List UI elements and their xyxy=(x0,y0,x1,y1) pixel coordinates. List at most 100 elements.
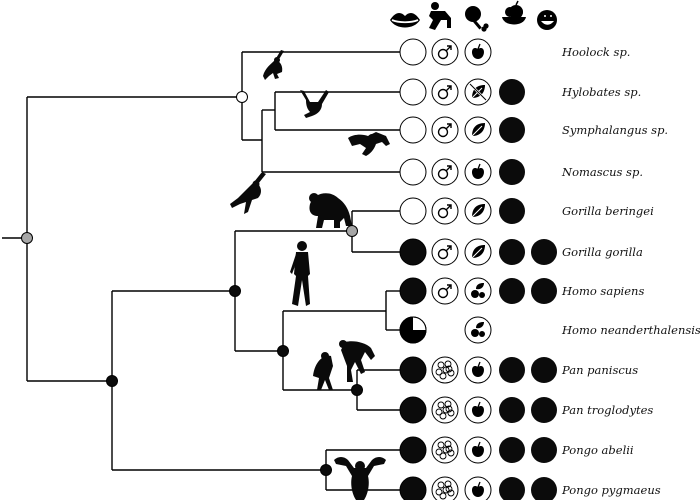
gorilla-silhouette xyxy=(309,193,352,228)
male-symbol-icon xyxy=(431,116,459,144)
taxon-label: Pongo pygmaeus xyxy=(561,483,661,497)
trait-present-marker xyxy=(499,79,525,105)
taxon-row-pan-troglodytes: Pan troglodytes xyxy=(399,396,653,424)
taxon-label: Hylobates sp. xyxy=(561,85,641,99)
mixed-diet-icon xyxy=(464,277,492,305)
trait-present-marker xyxy=(499,117,525,143)
node-gibbons xyxy=(236,91,248,103)
leaf-icon xyxy=(464,238,492,266)
ancestral-state-marker xyxy=(399,78,427,106)
trait-present-marker xyxy=(531,437,557,463)
apple-icon xyxy=(464,38,492,66)
trait-present-marker xyxy=(499,198,525,224)
multi-circle-icon xyxy=(431,436,459,464)
ancestral-state-marker xyxy=(399,38,427,66)
trait-present-marker xyxy=(499,239,525,265)
trait-present-marker xyxy=(499,159,525,185)
ancestral-state-marker xyxy=(399,277,427,305)
trait-present-marker xyxy=(499,477,525,500)
apple-icon xyxy=(464,158,492,186)
taxon-label: Nomascus sp. xyxy=(561,165,643,179)
ancestral-state-marker xyxy=(399,238,427,266)
node-african xyxy=(229,285,241,297)
leaf-crossed-icon xyxy=(464,78,492,106)
taxon-row-homo-neanderthalensis: Homo neanderthalensis xyxy=(399,316,700,344)
pan-silhouette xyxy=(313,340,375,390)
apple-icon xyxy=(464,436,492,464)
ancestral-state-marker xyxy=(399,356,427,384)
taxon-label: Pongo abelii xyxy=(561,443,634,457)
trait-present-marker xyxy=(531,397,557,423)
node-pan xyxy=(351,384,363,396)
apple-icon xyxy=(464,476,492,500)
taxon-row-gorilla-gorilla: Gorilla gorilla xyxy=(399,238,643,266)
leaf-icon xyxy=(464,116,492,144)
ancestral-state-marker xyxy=(399,116,427,144)
nomascus-silhouette xyxy=(230,172,266,214)
male-symbol-icon xyxy=(431,197,459,225)
hylobates-silhouette xyxy=(300,90,329,118)
male-symbol-icon xyxy=(431,277,459,305)
taxon-row-gorilla-beringei: Gorilla beringei xyxy=(399,197,654,225)
taxon-row-pongo-pygmaeus: Pongo pygmaeus xyxy=(399,476,661,500)
internal-nodes xyxy=(21,91,363,476)
trait-present-marker xyxy=(531,357,557,383)
ancestral-state-marker xyxy=(399,396,427,424)
taxon-row-hylobates-sp: Hylobates sp. xyxy=(399,78,641,106)
trait-present-marker xyxy=(499,357,525,383)
ancestral-state-marker xyxy=(399,197,427,225)
trait-present-marker xyxy=(499,278,525,304)
taxon-rows: Hoolock sp. Hylobates sp. Symphalangus sp.… xyxy=(399,38,700,500)
taxon-label: Homo sapiens xyxy=(561,284,644,298)
taxon-label: Gorilla gorilla xyxy=(562,245,643,259)
taxon-row-nomascus-sp: Nomascus sp. xyxy=(399,158,643,186)
male-symbol-icon xyxy=(431,78,459,106)
multi-circle-icon xyxy=(431,476,459,500)
homo-silhouette xyxy=(290,241,310,306)
male-symbol-icon xyxy=(431,158,459,186)
taxon-label: Symphalangus sp. xyxy=(562,123,668,137)
lips-icon xyxy=(390,13,420,28)
trait-header xyxy=(390,0,557,32)
hoolock-silhouette xyxy=(263,50,284,80)
apple-hand-icon xyxy=(509,0,523,19)
ancestral-state-marker xyxy=(399,158,427,186)
leaf-icon xyxy=(464,197,492,225)
node-pongo xyxy=(320,464,332,476)
trait-present-marker xyxy=(531,477,557,500)
taxon-row-pongo-abelii: Pongo abelii xyxy=(399,436,634,464)
face-mouth-icon xyxy=(537,10,557,30)
apple-icon xyxy=(464,356,492,384)
trait-present-marker xyxy=(531,239,557,265)
multi-circle-icon xyxy=(431,396,459,424)
primate-silhouettes xyxy=(230,50,390,500)
taxon-label: Pan troglodytes xyxy=(561,403,653,417)
mixed-diet-icon xyxy=(464,316,492,344)
taxon-label: Hoolock sp. xyxy=(561,45,630,59)
node-great-apes xyxy=(106,375,118,387)
trait-present-marker xyxy=(499,437,525,463)
taxon-row-homo-sapiens: Homo sapiens xyxy=(399,277,644,305)
taxon-row-hoolock-sp: Hoolock sp. xyxy=(399,38,630,66)
trait-present-marker xyxy=(531,278,557,304)
taxon-row-symphalangus-sp: Symphalangus sp. xyxy=(399,116,668,144)
male-symbol-icon xyxy=(431,238,459,266)
node-root xyxy=(21,232,33,244)
symphalangus-silhouette xyxy=(348,132,390,156)
taxon-label: Gorilla beringei xyxy=(562,204,654,218)
taxon-row-pan-paniscus: Pan paniscus xyxy=(399,356,638,384)
taxon-label: Pan paniscus xyxy=(561,363,638,377)
meat-icon xyxy=(465,6,489,32)
node-gorilla xyxy=(346,225,358,237)
node-homo-pan xyxy=(277,345,289,357)
taxon-label: Homo neanderthalensis xyxy=(561,323,700,337)
person-kneeling-icon xyxy=(429,2,451,30)
pongo-silhouette xyxy=(334,457,386,500)
phylogenetic-tree xyxy=(2,51,400,491)
multi-circle-icon xyxy=(431,356,459,384)
ancestral-state-marker xyxy=(399,476,427,500)
apple-icon xyxy=(464,396,492,424)
ancestral-state-marker xyxy=(399,316,427,344)
